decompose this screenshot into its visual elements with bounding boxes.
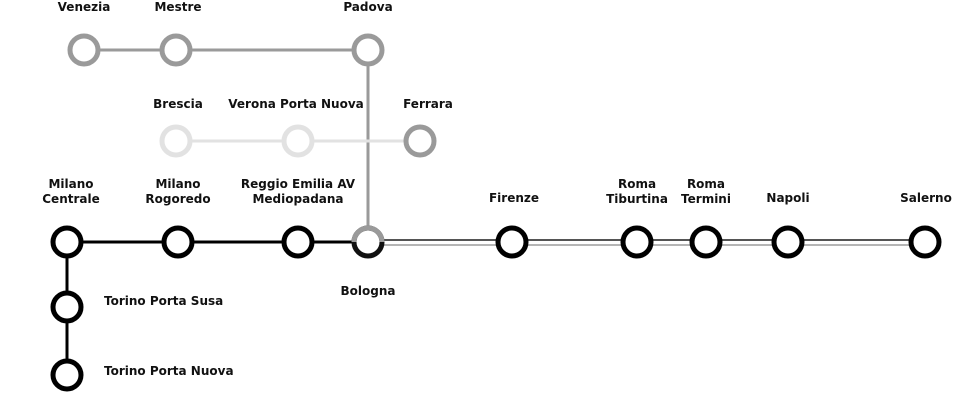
- label-salerno: Salerno: [900, 191, 952, 205]
- label-mestre: Mestre: [154, 0, 202, 14]
- label-verona: Verona Porta Nuova: [228, 97, 364, 111]
- label-bologna: Bologna: [340, 284, 396, 298]
- station-mestre[interactable]: [159, 33, 193, 67]
- station-torino-porta-susa[interactable]: [50, 290, 84, 324]
- station-milano-centrale[interactable]: [50, 225, 84, 259]
- station-roma-termini[interactable]: [689, 225, 723, 259]
- label-ferrara: Ferrara: [403, 97, 453, 111]
- label-milano-centrale: Milano Centrale: [42, 177, 100, 206]
- station-roma-tiburtina[interactable]: [620, 225, 654, 259]
- label-firenze: Firenze: [488, 191, 540, 205]
- station-napoli[interactable]: [771, 225, 805, 259]
- label-milano-rogoredo: Milano Rogoredo: [145, 177, 211, 206]
- station-firenze[interactable]: [495, 225, 529, 259]
- label-torino-porta-susa: Torino Porta Susa: [104, 294, 224, 308]
- label-venezia: Venezia: [57, 0, 111, 14]
- station-ferrara[interactable]: [403, 124, 437, 158]
- station-salerno[interactable]: [908, 225, 942, 259]
- station-padova[interactable]: [351, 33, 385, 67]
- station-bologna-gray-half: [351, 225, 385, 243]
- label-napoli: Napoli: [766, 191, 810, 205]
- station-reggio-emilia[interactable]: [281, 225, 315, 259]
- label-roma-tiburtina: Roma Tiburtina: [606, 177, 668, 206]
- station-brescia[interactable]: [159, 124, 193, 158]
- label-reggio-emilia: Reggio Emilia AV Mediopadana: [240, 177, 356, 206]
- station-torino-porta-nuova[interactable]: [50, 358, 84, 392]
- label-roma-termini: Roma Termini: [681, 177, 731, 206]
- station-milano-rogoredo[interactable]: [161, 225, 195, 259]
- station-venezia[interactable]: [67, 33, 101, 67]
- label-brescia: Brescia: [153, 97, 203, 111]
- station-verona[interactable]: [281, 124, 315, 158]
- label-torino-porta-nuova: Torino Porta Nuova: [104, 364, 234, 378]
- label-padova: Padova: [343, 0, 393, 14]
